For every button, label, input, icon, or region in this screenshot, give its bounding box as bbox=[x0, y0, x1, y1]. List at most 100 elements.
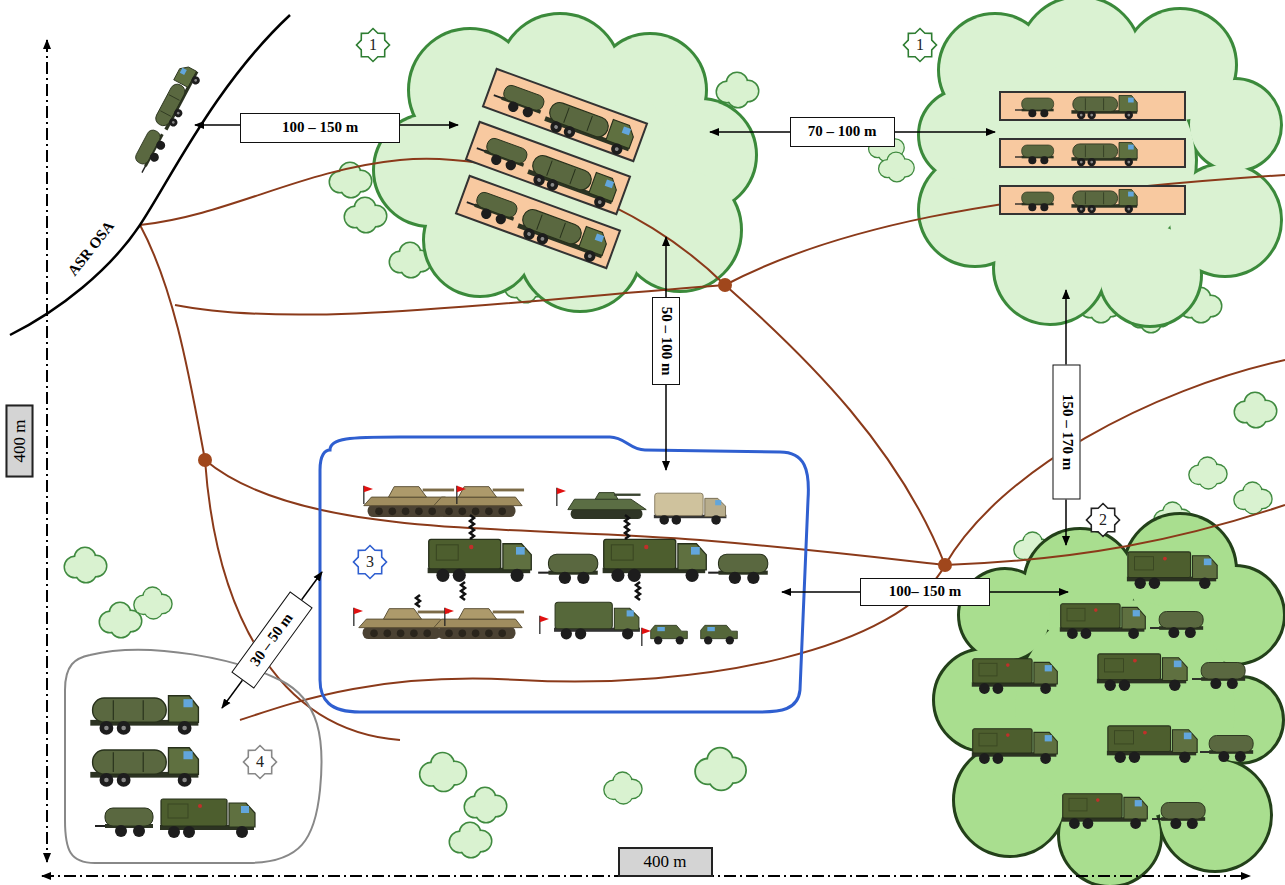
scrub-bushes bbox=[605, 773, 642, 804]
reserve-fuel-trucks bbox=[1192, 663, 1245, 690]
supply-road bbox=[10, 15, 290, 335]
dimension-box: 50 – 100 m bbox=[652, 297, 680, 385]
dimension-text: 100 – 150 m bbox=[282, 119, 358, 136]
fuel-storage-bays bbox=[1071, 190, 1137, 214]
star-outline bbox=[357, 29, 390, 62]
refuelling-vehicles bbox=[557, 488, 566, 506]
scrub-bushes bbox=[135, 588, 172, 619]
refuelling-vehicles bbox=[538, 554, 598, 584]
forest-cover bbox=[935, 515, 1283, 885]
dimension-box: 150 – 170 m bbox=[1052, 365, 1080, 500]
refuelling-vehicles bbox=[540, 616, 549, 634]
forest-cover bbox=[375, 15, 755, 310]
fuel-storage-bays bbox=[456, 176, 620, 268]
dimension-text: 30 – 50 m bbox=[247, 610, 297, 670]
refuelling-vehicles bbox=[445, 608, 454, 626]
refuelling-vehicles bbox=[708, 554, 768, 584]
field-roads bbox=[725, 285, 945, 565]
callout-star: 1 bbox=[355, 27, 391, 63]
dimension-text: 400 m bbox=[644, 852, 687, 872]
road-junctions bbox=[938, 558, 952, 572]
forest-cover bbox=[935, 515, 1283, 885]
field-roads bbox=[240, 565, 945, 720]
scrub-bushes bbox=[1235, 393, 1276, 427]
road-label: ASR OSA bbox=[62, 216, 119, 282]
star-outline bbox=[1087, 504, 1120, 537]
refuelling-vehicles bbox=[434, 487, 524, 517]
scrub-bushes bbox=[345, 198, 386, 232]
fuel-hoses bbox=[625, 515, 629, 539]
forest-cover bbox=[375, 15, 755, 310]
star-outline bbox=[244, 746, 277, 779]
refuelling-vehicles bbox=[554, 602, 640, 639]
refuelling-area bbox=[320, 437, 808, 712]
callout-star: 2 bbox=[1085, 502, 1121, 538]
dimension-box: 70 – 100 m bbox=[790, 117, 895, 147]
dimension-box: 400 m bbox=[5, 405, 33, 478]
fuel-hoses bbox=[636, 582, 640, 600]
tanker-parking-area bbox=[65, 650, 322, 863]
scrub-bushes bbox=[421, 753, 466, 790]
reserve-fuel-trucks bbox=[1097, 654, 1187, 691]
road-junctions bbox=[198, 453, 212, 467]
forest-cover bbox=[920, 0, 1280, 325]
parked-tankers bbox=[95, 808, 153, 837]
fuel-hoses bbox=[470, 515, 474, 539]
field-roads bbox=[140, 159, 1285, 740]
field-roads bbox=[175, 285, 725, 315]
scrub-bushes bbox=[696, 749, 745, 790]
dimension-box: 30 – 50 m bbox=[231, 591, 312, 688]
refuelling-vehicles bbox=[568, 493, 646, 519]
dimension-box: 400 m bbox=[618, 847, 713, 877]
dimension-lines bbox=[46, 40, 48, 862]
refuelling-vehicles bbox=[364, 486, 373, 504]
dimension-text: 70 – 100 m bbox=[808, 123, 877, 140]
refuelling-vehicles bbox=[642, 628, 651, 646]
reserve-fuel-trucks bbox=[972, 729, 1058, 764]
reserve-fuel-trucks bbox=[1127, 552, 1217, 589]
refuelling-vehicles bbox=[654, 493, 727, 525]
road-convoy bbox=[128, 64, 203, 177]
fuel-storage-bays bbox=[1071, 96, 1137, 120]
dimension-box: 100– 150 m bbox=[860, 578, 990, 606]
dimension-text: 100– 150 m bbox=[889, 583, 962, 600]
callout-number: 1 bbox=[916, 36, 924, 54]
forest-cover bbox=[920, 0, 1280, 325]
callout-star: 3 bbox=[352, 544, 388, 580]
dimension-box: 100 – 150 m bbox=[240, 113, 400, 143]
reserve-fuel-trucks bbox=[972, 659, 1058, 694]
refuelling-vehicles bbox=[428, 539, 532, 582]
parked-tankers bbox=[90, 696, 198, 735]
callout-number: 1 bbox=[369, 36, 377, 54]
field-roads bbox=[205, 460, 945, 565]
refuelling-vehicles bbox=[354, 486, 768, 646]
fuel-storage-bays bbox=[1015, 98, 1054, 117]
fuel-storage-bays bbox=[1000, 186, 1185, 214]
callout-number: 2 bbox=[1099, 511, 1107, 529]
scrub-bushes bbox=[879, 153, 913, 182]
refuelling-vehicles bbox=[354, 608, 363, 626]
callout-star: 4 bbox=[242, 744, 278, 780]
reserve-fuel-trucks bbox=[1200, 736, 1253, 763]
dimension-text: 150 – 170 m bbox=[1057, 394, 1074, 470]
callout-star: 1 bbox=[902, 27, 938, 63]
dimension-text: 50 – 100 m bbox=[657, 307, 674, 376]
refuelling-vehicles bbox=[603, 539, 707, 582]
scrub-bushes bbox=[65, 548, 106, 582]
dimension-lines bbox=[42, 40, 1250, 876]
reserve-fuel-trucks bbox=[1062, 794, 1148, 829]
scrub-bushes bbox=[465, 788, 506, 822]
fuel-storage-bays bbox=[1000, 92, 1185, 120]
road-junctions bbox=[718, 278, 732, 292]
scrub-bushes bbox=[1235, 483, 1272, 514]
reserve-fuel-trucks bbox=[972, 552, 1253, 829]
callout-number: 4 bbox=[256, 753, 264, 771]
fuel-storage-bays bbox=[456, 69, 1185, 268]
reserve-fuel-trucks bbox=[1060, 604, 1146, 639]
fuel-hoses bbox=[461, 582, 465, 600]
refuelling-vehicles bbox=[651, 625, 688, 644]
field-roads bbox=[945, 360, 1285, 565]
refuelling-vehicles bbox=[701, 625, 738, 644]
field-roads bbox=[725, 175, 1285, 285]
fuel-hoses bbox=[416, 515, 640, 607]
